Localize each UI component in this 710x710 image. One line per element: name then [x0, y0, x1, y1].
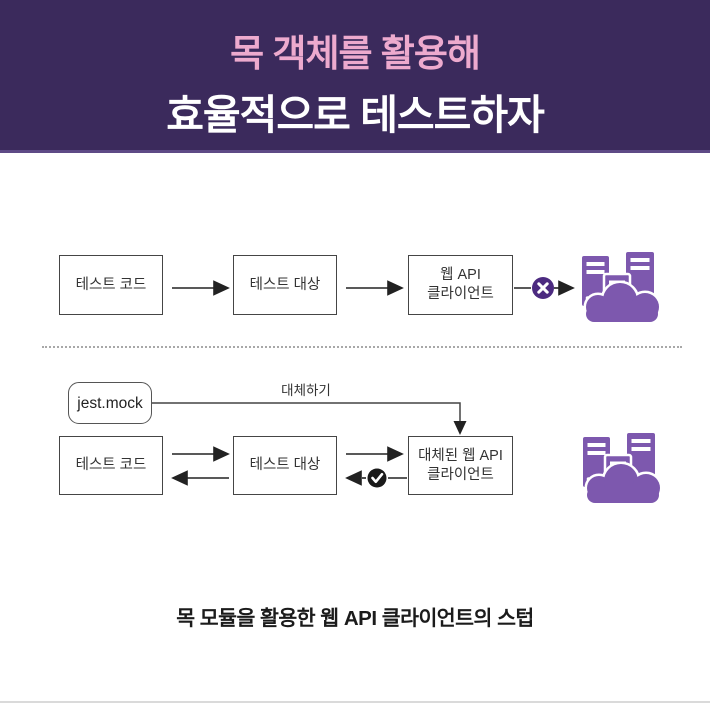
arrow-target-to-testcode-return	[171, 470, 229, 486]
box-test-target-before: 테스트 대상	[233, 255, 337, 315]
server-cloud-icon-bottom	[583, 433, 660, 503]
box-stubbed-web-api-client: 대체된 웹 API 클라이언트	[408, 436, 513, 495]
arrow-client-to-server-fail	[514, 280, 575, 296]
arrow-target-to-client-top	[346, 280, 404, 296]
arrow-target-to-stub-bottom	[346, 446, 404, 462]
title-line-2: 효율적으로 테스트하자	[166, 92, 545, 138]
box-label-line2: 클라이언트	[427, 286, 494, 302]
figure-caption: 목 모듈을 활용한 웹 API 클라이언트의 스텁	[176, 607, 534, 630]
connector-jestmock-to-stub	[151, 402, 461, 421]
check-circle-icon	[367, 468, 387, 488]
arrow-testcode-to-target-bottom	[172, 446, 230, 462]
replace-connector-label: 대체하기	[281, 383, 331, 398]
box-test-code-after: 테스트 코드	[59, 436, 163, 495]
arrow-testcode-to-target-top	[172, 280, 230, 296]
box-label: 테스트 대상	[249, 276, 321, 293]
title-line-1: 목 객체를 활용해	[230, 33, 481, 74]
box-label-line2: 클라이언트	[427, 466, 494, 483]
box-label-line1: 대체된 웹 API	[418, 447, 503, 464]
header-banner: 목 객체를 활용해 효율적으로 테스트하자	[0, 0, 710, 153]
arrow-stub-to-target-success	[345, 470, 407, 486]
box-label: 테스트 코드	[75, 276, 147, 293]
dotted-divider	[42, 346, 682, 348]
box-label-line1: 웹 API	[440, 267, 481, 283]
box-label: 테스트 코드	[75, 457, 147, 473]
box-label: 테스트 대상	[249, 457, 321, 473]
box-web-api-client: 웹 API 클라이언트	[408, 255, 513, 315]
server-cloud-icon-top	[582, 252, 659, 322]
connector-arrowhead-down	[453, 421, 467, 435]
x-circle-icon	[532, 277, 554, 299]
jest-mock-label: jest.mock	[77, 394, 143, 412]
box-test-code-before: 테스트 코드	[59, 255, 163, 315]
box-test-target-after: 테스트 대상	[233, 436, 337, 495]
bottom-divider	[0, 701, 710, 703]
box-jest-mock: jest.mock	[68, 382, 152, 424]
